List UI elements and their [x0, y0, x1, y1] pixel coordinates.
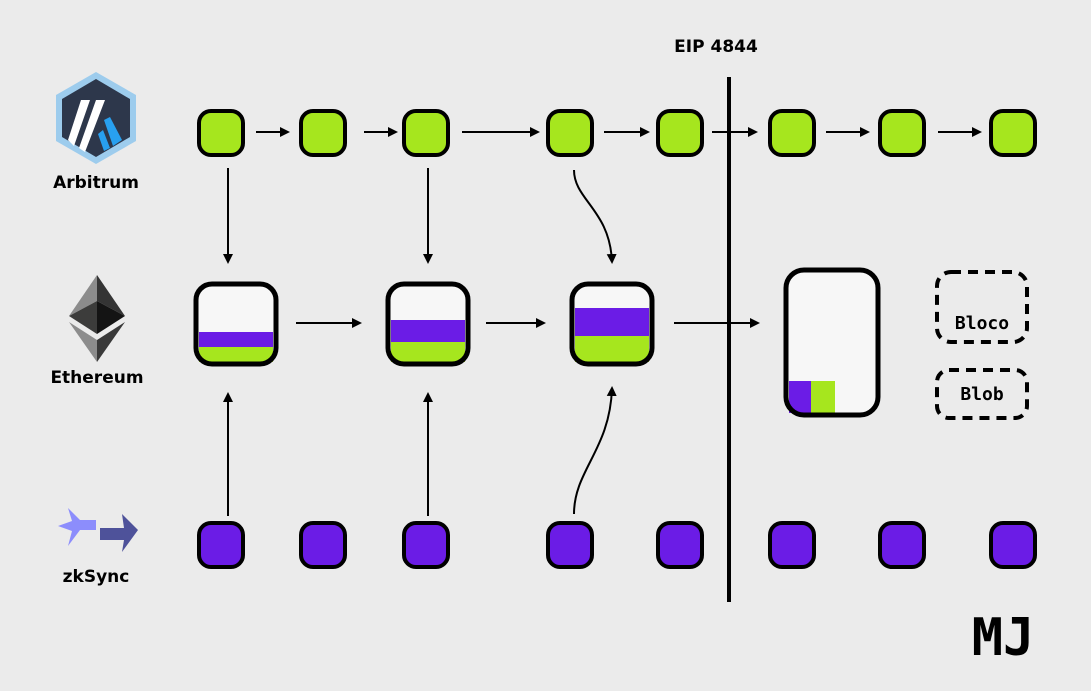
legend-block-box — [935, 270, 1029, 344]
arbitrum-label: Arbitrum — [53, 173, 139, 193]
mj-logo-text: MJ — [972, 608, 1035, 668]
zksync-to-ethereum-arrows — [223, 386, 617, 516]
zksync-l2-block — [656, 521, 704, 569]
arbitrum-to-ethereum-arrows — [223, 168, 617, 264]
zksync-row — [197, 521, 1037, 569]
legend: Bloco Blob — [935, 270, 1029, 420]
arbitrum-l2-block — [299, 109, 347, 157]
ethereum-logo-icon — [69, 275, 125, 362]
arbitrum-l2-block — [402, 109, 450, 157]
zksync-label: zkSync — [63, 567, 130, 587]
zksync-l2-block — [546, 521, 594, 569]
zksync-logo-icon — [58, 508, 138, 552]
ethereum-label: Ethereum — [50, 368, 143, 388]
arbitrum-l2-block — [768, 109, 816, 157]
arbitrum-logo-icon — [56, 72, 136, 164]
arbitrum-row — [197, 109, 1037, 157]
arbitrum-l2-block — [989, 109, 1037, 157]
legend-blob-box — [935, 368, 1029, 420]
zksync-l2-block — [299, 521, 347, 569]
arbitrum-l2-block — [878, 109, 926, 157]
ethereum-block — [193, 281, 279, 367]
arbitrum-l2-block — [546, 109, 594, 157]
zksync-l2-block — [402, 521, 450, 569]
ethereum-block-post-eip4844 — [783, 267, 881, 418]
zksync-l2-block — [197, 521, 245, 569]
legend-block-label: Bloco — [955, 313, 1009, 334]
ethereum-block — [385, 281, 471, 367]
mj-logo-icon: MJ — [972, 608, 1035, 668]
zksync-l2-block — [768, 521, 816, 569]
arbitrum-l2-block — [656, 109, 704, 157]
arbitrum-l2-block — [197, 109, 245, 157]
eip-label: EIP 4844 — [674, 37, 758, 57]
ethereum-block — [569, 281, 655, 367]
zksync-l2-block — [989, 521, 1037, 569]
legend-blob-label: Blob — [960, 384, 1004, 405]
zksync-l2-block — [878, 521, 926, 569]
